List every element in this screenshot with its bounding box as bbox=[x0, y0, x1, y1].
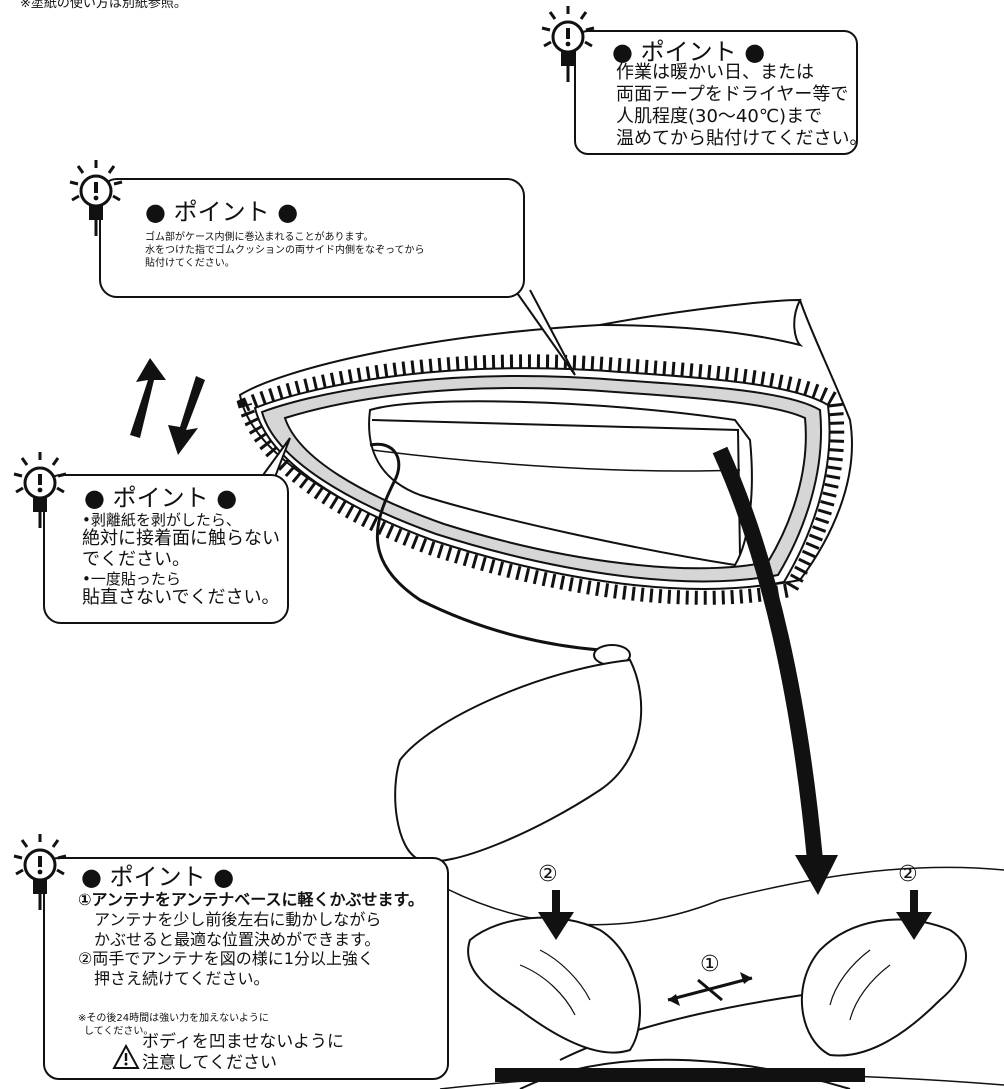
line: でください。 bbox=[82, 548, 190, 570]
line: 貼付けてください。 bbox=[145, 258, 235, 269]
antenna-cover bbox=[394, 658, 643, 863]
callout-bottom-left-title: ● ポイント ● bbox=[81, 863, 235, 891]
top-note: ※塗紙の使い方は別紙参照。 bbox=[20, 0, 187, 11]
line: ②両手でアンテナを図の様に1分以上強く bbox=[78, 949, 374, 969]
callout-bottom-left bbox=[43, 857, 449, 1080]
callout-bottom-left-body: ①アンテナをアンテナベースに軽くかぶせます。 アンテナを少し前後左右に動かしなが… bbox=[78, 890, 424, 989]
line: 注意してください bbox=[142, 1053, 277, 1074]
lightbulb-icon bbox=[10, 832, 70, 914]
step-1-label: ① bbox=[700, 952, 720, 977]
up-arrow-icon bbox=[130, 358, 166, 438]
callout-middle-left-body: •剥離紙を剥がしたら、 絶対に接着面に触らない でください。 •一度貼ったら 貼… bbox=[82, 511, 280, 609]
left-hand bbox=[467, 916, 641, 1054]
press-arrow-left-icon bbox=[538, 890, 574, 940]
line: 人肌程度(30〜40℃)まで bbox=[616, 105, 823, 127]
line: 両面テープをドライヤー等で bbox=[616, 83, 849, 105]
down-arrow-icon bbox=[168, 376, 205, 455]
step-2-right-label: ② bbox=[898, 862, 918, 887]
line: 貼直さないでください。 bbox=[82, 586, 280, 608]
callout-middle-left bbox=[43, 474, 289, 624]
line: アンテナを少し前後左右に動かしながら bbox=[94, 909, 382, 929]
step-2-left-label: ② bbox=[538, 862, 558, 887]
callout-top-right-body: 作業は暖かい日、または 両面テープをドライヤー等で 人肌程度(30〜40℃)まで… bbox=[616, 62, 867, 150]
line: ゴム部がケース内側に巻込まれることがあります。 bbox=[145, 232, 374, 243]
line: かぶせると最適な位置決めができます。 bbox=[94, 929, 381, 949]
lightbulb-icon bbox=[538, 4, 598, 86]
right-hand bbox=[800, 918, 967, 1057]
callout-top-right-title: ● ポイント ● bbox=[612, 38, 766, 66]
line: 絶対に接着面に触らない bbox=[82, 528, 280, 550]
lightbulb-icon bbox=[66, 158, 126, 240]
lightbulb-icon bbox=[10, 450, 70, 532]
line: 作業は暖かい日、または bbox=[616, 62, 814, 83]
callout-top-right bbox=[574, 30, 858, 155]
line: ※その後24時間は強い力を加えないように bbox=[78, 1013, 269, 1024]
press-arrow-right-icon bbox=[896, 890, 932, 940]
line: •剥離紙を剥がしたら、 bbox=[82, 511, 241, 529]
callout-middle-left-title: ● ポイント ● bbox=[84, 484, 238, 512]
line: 温めてから貼付けてください。 bbox=[616, 127, 868, 149]
callout-upper-left-title: ● ポイント ● bbox=[145, 198, 299, 226]
line: ボディを凹ませないように bbox=[142, 1032, 344, 1052]
warning-triangle-icon bbox=[112, 1043, 140, 1074]
callout-upper-left bbox=[99, 178, 525, 298]
line: してください。 bbox=[84, 1026, 154, 1037]
callout-bottom-left-note: ※その後24時間は強い力を加えないように してください。 bbox=[78, 1012, 269, 1038]
line: •一度貼ったら bbox=[82, 569, 181, 588]
line: 押さえ続けてください。 bbox=[94, 969, 270, 989]
callout-upper-left-body: ゴム部がケース内側に巻込まれることがあります。 水をつけた指でゴムクッションの両… bbox=[145, 231, 425, 270]
antenna-fin bbox=[599, 298, 804, 347]
antenna-base bbox=[368, 400, 753, 567]
adjust-arrows-icon bbox=[667, 976, 753, 1002]
line: ①アンテナをアンテナベースに軽くかぶせます。 bbox=[78, 890, 424, 909]
warning-text: ボディを凹ませないように 注意してください bbox=[142, 1032, 344, 1075]
placement-arrow-icon bbox=[712, 446, 823, 861]
antenna-cable bbox=[369, 442, 601, 652]
line: 水をつけた指でゴムクッションの両サイド内側をなぞってから bbox=[145, 245, 425, 256]
